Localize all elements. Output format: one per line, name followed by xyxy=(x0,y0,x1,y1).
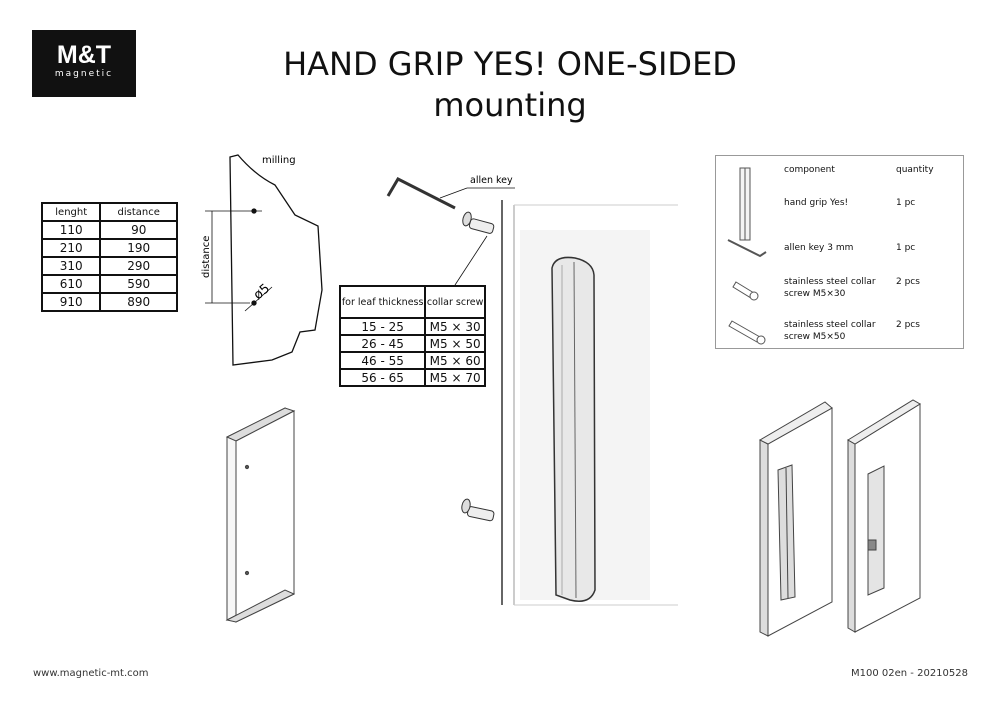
component-name: stainless steel collar screw M5×30 xyxy=(784,277,876,299)
cell: 310 xyxy=(40,256,102,276)
cell: 110 xyxy=(40,220,102,240)
hole-diameter-label: ø5 xyxy=(251,281,273,303)
allen-key-label: allen key xyxy=(470,175,513,186)
allen-key-icon xyxy=(727,239,767,258)
cell: M5 × 70 xyxy=(424,368,486,387)
logo-brand: M&T xyxy=(56,41,112,69)
cell: 290 xyxy=(99,256,178,276)
component-header: component xyxy=(784,165,835,175)
cell: M5 × 50 xyxy=(424,334,486,353)
collar-screw-drawing xyxy=(462,211,495,234)
cell: M5 × 30 xyxy=(424,317,486,336)
component-qty: 2 pcs xyxy=(896,277,920,287)
header-distance: distance xyxy=(99,202,178,222)
cell: 26 - 45 xyxy=(338,334,427,353)
document-code: M100 02en - 20210528 xyxy=(851,668,968,679)
door-panel-with-grip-back xyxy=(847,399,921,633)
component-qty: 2 pcs xyxy=(896,320,920,330)
header-leaf-thickness: for leaf thickness xyxy=(338,285,427,319)
screw-leader xyxy=(454,235,488,286)
hand-grip-drawing xyxy=(551,256,596,602)
logo-sub: magnetic xyxy=(54,69,114,79)
screw-30-icon xyxy=(732,281,759,301)
brand-logo: M&T magnetic xyxy=(32,30,136,97)
header-collar-screw: collar screw xyxy=(424,285,486,319)
collar-screw-lower-drawing xyxy=(461,498,495,522)
door-panel-with-grip-front xyxy=(758,401,833,637)
screw-50-icon xyxy=(728,320,766,345)
allen-key-leader xyxy=(439,187,468,199)
component-qty: 1 pc xyxy=(896,198,916,208)
component-name: stainless steel collar screw M5×50 xyxy=(784,320,876,342)
milling-profile-drawing xyxy=(205,154,323,366)
allen-key-drawing xyxy=(386,177,456,210)
cell: 590 xyxy=(99,274,178,294)
website-link[interactable]: www.magnetic-mt.com xyxy=(33,668,149,679)
cell: 210 xyxy=(40,238,102,258)
cell: 190 xyxy=(99,238,178,258)
cell: 890 xyxy=(99,292,178,312)
title-line1: HAND GRIP YES! ONE-SIDED xyxy=(283,45,737,83)
component-name: allen key 3 mm xyxy=(784,243,854,253)
cell: 90 xyxy=(99,220,178,240)
cell: 56 - 65 xyxy=(338,368,427,387)
header-length: lenght xyxy=(40,202,102,222)
components-box: component quantity hand grip Yes! 1 pc a… xyxy=(715,155,964,349)
component-qty: 1 pc xyxy=(896,243,916,253)
milling-label: milling xyxy=(262,155,296,166)
hand-grip-icon xyxy=(739,167,751,241)
cell: 610 xyxy=(40,274,102,294)
component-icons xyxy=(727,167,767,345)
title-line2: mounting xyxy=(433,86,587,124)
component-name: hand grip Yes! xyxy=(784,198,849,208)
door-panel-drilled-drawing xyxy=(225,407,296,623)
cell: 15 - 25 xyxy=(338,317,427,336)
cell: 910 xyxy=(40,292,102,312)
quantity-header: quantity xyxy=(896,165,934,175)
distance-dim-label: distance xyxy=(201,236,212,278)
cell: 46 - 55 xyxy=(338,351,427,370)
cell: M5 × 60 xyxy=(424,351,486,370)
